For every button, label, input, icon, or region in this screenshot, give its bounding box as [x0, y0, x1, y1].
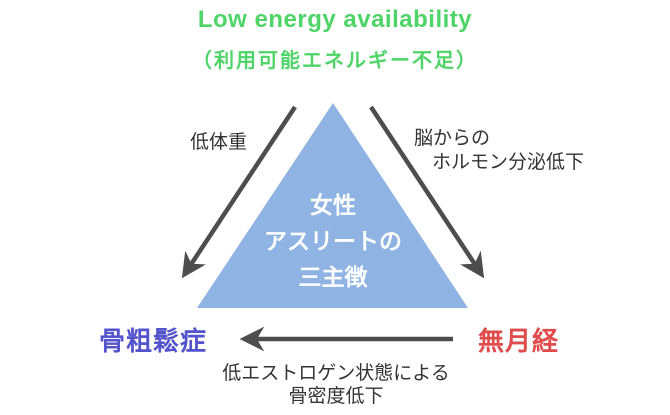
- estrogen-caption-line1: 低エストロゲン状態による: [222, 363, 450, 384]
- triad-triangle-shape: [197, 103, 468, 308]
- brain-hormone-label-line2: ホルモン分泌低下: [432, 152, 585, 173]
- estrogen-caption-line2: 骨密度低下: [288, 386, 384, 407]
- right-arrow: [369, 105, 485, 279]
- left-arrow: [181, 105, 297, 279]
- triangle-text-line: 三主徴: [298, 264, 368, 290]
- triangle-text: 女性 アスリートの 三主徴: [233, 187, 433, 295]
- brain-hormone-label-line1: 脳からの: [414, 128, 491, 149]
- brain-hormone-label: 脳からの ホルモン分泌低下: [414, 127, 584, 175]
- triangle-text-line: 女性: [310, 192, 356, 218]
- low-body-weight-label: 低体重: [190, 132, 248, 153]
- triangle-text-line: アスリートの: [264, 228, 402, 254]
- page-subtitle: （利用可能エネルギー不足）: [192, 50, 478, 72]
- osteoporosis-label: 骨粗鬆症: [99, 326, 208, 356]
- estrogen-caption: 低エストロゲン状態による 骨密度低下: [0, 362, 670, 408]
- amenorrhea-label: 無月経: [478, 326, 560, 356]
- page-title: Low energy availability: [197, 6, 473, 33]
